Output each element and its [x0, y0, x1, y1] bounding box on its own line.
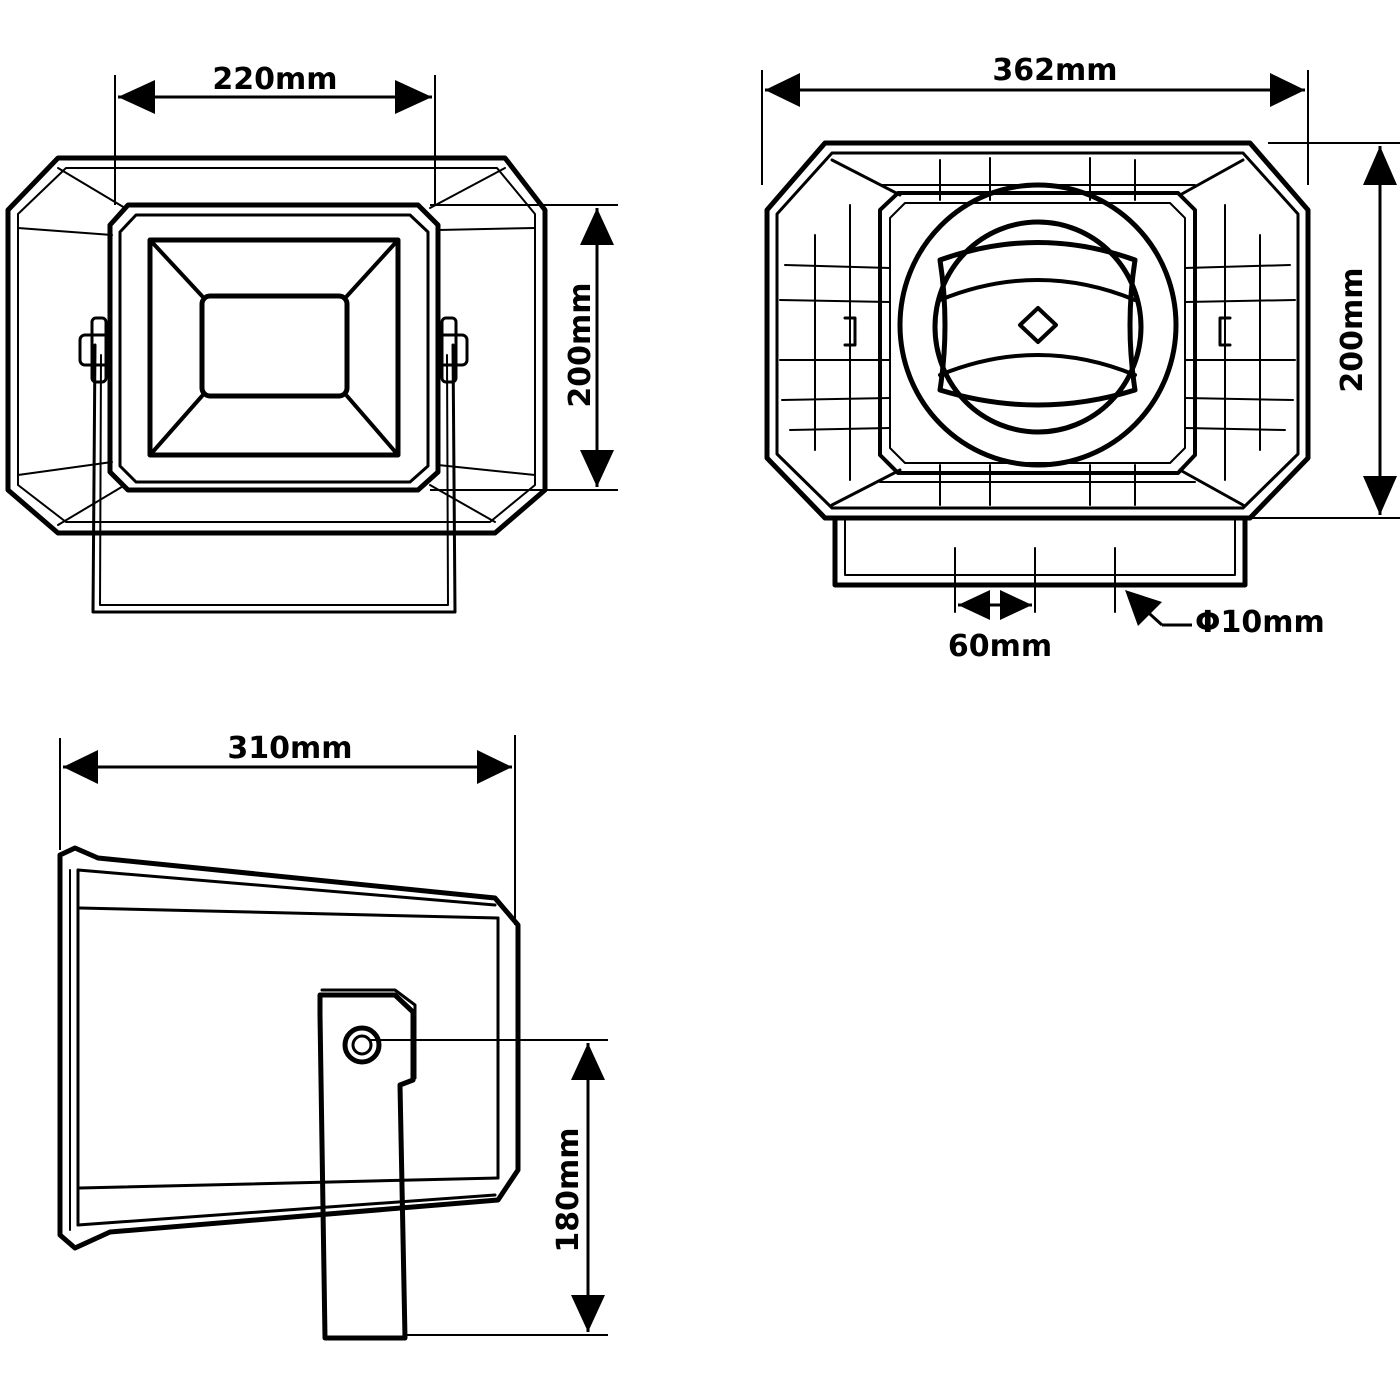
rear-height-label: 200mm: [1335, 267, 1370, 392]
side-depth-label: 310mm: [227, 731, 352, 766]
rear-width-label: 362mm: [992, 53, 1117, 88]
rear-driver-ring: [897, 182, 1179, 468]
side-horn-outline: [57, 845, 521, 1251]
side-mount-bracket: [317, 992, 416, 1341]
front-throat-frame: [107, 202, 441, 493]
rear-hole-diameter-label: Φ10mm: [1195, 605, 1325, 640]
rear-driver-terminal: [1018, 306, 1058, 344]
front-height-label: 200mm: [563, 282, 598, 407]
side-mount-height-label: 180mm: [551, 1127, 586, 1252]
front-horn-outline: [5, 155, 548, 536]
rear-housing-outline: [764, 140, 1311, 521]
rear-view: 362mm 200mm 60mm Φ10mm: [761, 53, 1400, 664]
side-pivot-bolt: [342, 1025, 382, 1065]
rear-slot-spacing-label: 60mm: [948, 629, 1052, 664]
front-mount-bracket: [91, 343, 457, 614]
side-view: 310mm 180mm: [57, 731, 608, 1341]
rear-mount-base: [832, 515, 1248, 588]
front-view: 220mm 200mm: [5, 62, 618, 614]
front-width-label: 220mm: [212, 62, 337, 97]
front-throat-cone: [147, 237, 401, 458]
